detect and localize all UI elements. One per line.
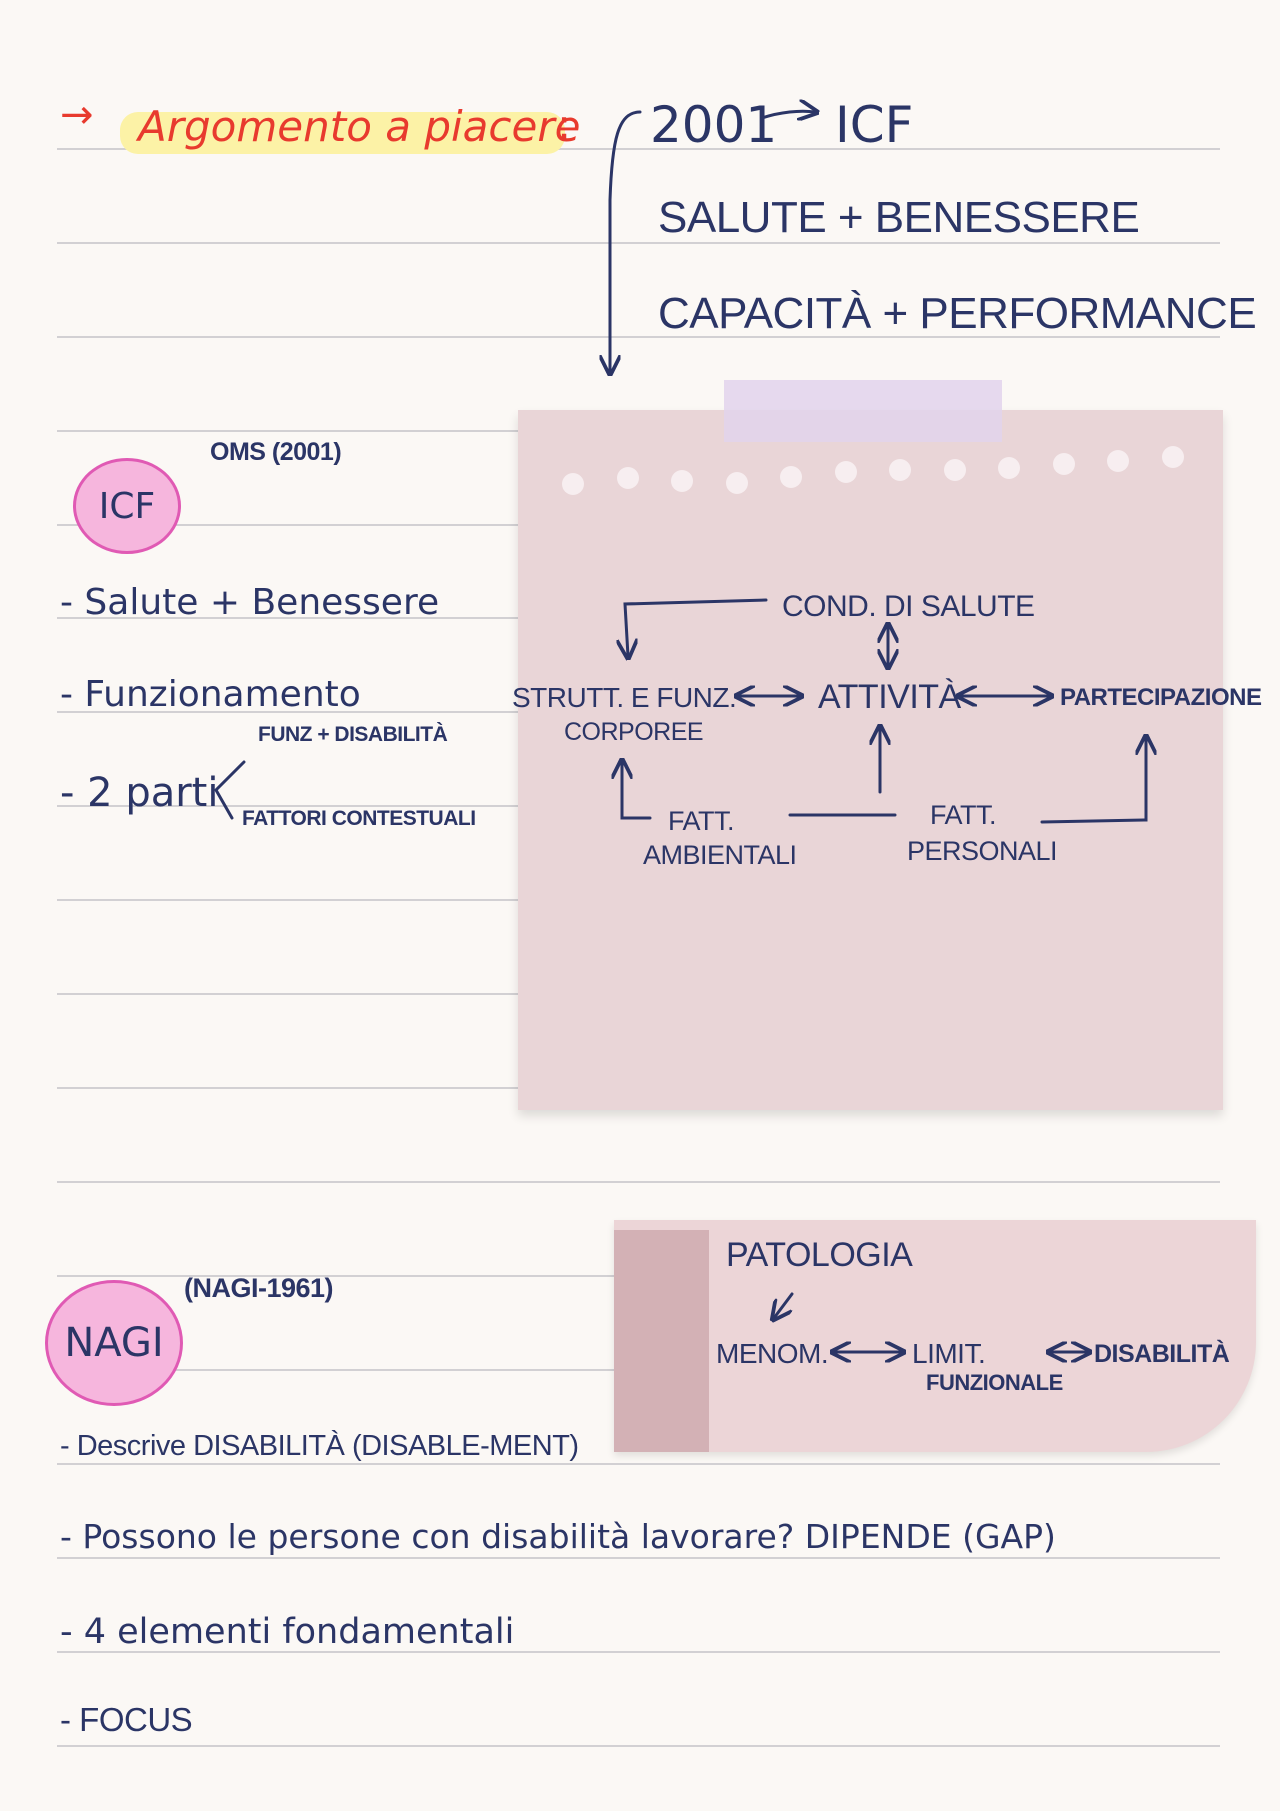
title-colon: :	[557, 100, 572, 149]
title-highlight	[120, 112, 565, 154]
diagram-cond-salute: COND. DI SALUTE	[782, 590, 1035, 623]
nagi-diagram-menom: MENOM.	[716, 1338, 829, 1369]
ruled-line	[57, 242, 1220, 244]
icf-part: FATTORI CONTESTUALI	[242, 807, 476, 830]
note-hole	[944, 459, 966, 481]
nagi-diagram-patologia: PATOLOGIA	[726, 1236, 913, 1274]
note-hole	[1162, 446, 1184, 468]
diagram-ambientali: AMBIENTALI	[643, 840, 797, 870]
nagi-badge: NAGI	[45, 1280, 183, 1406]
note-hole	[1107, 450, 1129, 472]
nagi-bullet: - FOCUS	[60, 1701, 193, 1738]
ruled-line	[57, 1181, 1220, 1183]
icf-bullet: - Salute + Benessere	[60, 582, 440, 623]
page-title: Argomento a piacere	[138, 102, 581, 151]
diagram-partecipazione: PARTECIPAZIONE	[1060, 684, 1262, 711]
ruled-line	[57, 148, 1220, 150]
icf-bullet: - Funzionamento	[60, 674, 361, 715]
header-line-capacita: CAPACITÀ + PERFORMANCE	[658, 289, 1257, 338]
note-hole	[889, 459, 911, 481]
timeline-target: ICF	[835, 96, 914, 154]
note-hole	[562, 473, 584, 495]
diagram-corporee: CORPOREE	[564, 718, 704, 746]
diagram-strutture: STRUTT. E FUNZ.	[512, 682, 737, 713]
diagram-attivita: ATTIVITÀ	[818, 678, 961, 716]
icf-badge-label: ICF	[98, 485, 156, 527]
washi-tape	[724, 380, 1002, 442]
diagram-personali: PERSONALI	[907, 836, 1058, 866]
ruled-line	[57, 1651, 1220, 1653]
icf-part: FUNZ + DISABILITÀ	[258, 723, 448, 746]
ruled-line	[57, 1745, 1220, 1747]
icf-sticky-note	[518, 410, 1223, 1110]
arrow-right-icon: →	[60, 92, 94, 138]
nagi-bullet: - Possono le persone con disabilità lavo…	[60, 1517, 1056, 1556]
diagram-fatt-amb: FATT.	[668, 806, 735, 836]
nagi-diagram-limit: LIMIT.	[912, 1338, 986, 1369]
note-hole	[1053, 453, 1075, 475]
nagi-sticky-note	[614, 1220, 1256, 1452]
note-hole	[617, 467, 639, 489]
nagi-diagram-disabilita: DISABILITÀ	[1094, 1340, 1230, 1368]
note-band	[614, 1230, 709, 1452]
ruled-line	[57, 336, 1220, 338]
nagi-source: (NAGI-1961)	[184, 1273, 334, 1303]
note-hole	[671, 470, 693, 492]
nagi-bullet: - 4 elementi fondamentali	[60, 1612, 515, 1652]
header-line-salute: SALUTE + BENESSERE	[658, 193, 1140, 242]
icf-bullet: - 2 parti	[60, 770, 219, 816]
icf-badge: ICF	[73, 458, 181, 554]
nagi-badge-label: NAGI	[64, 1320, 164, 1366]
note-hole	[726, 472, 748, 494]
ruled-line	[57, 1557, 1220, 1559]
nagi-diagram-funzionale: FUNZIONALE	[926, 1370, 1063, 1395]
timeline-year: 2001	[650, 96, 778, 154]
ruled-line	[57, 1463, 1220, 1465]
note-hole	[780, 466, 802, 488]
icf-source: OMS (2001)	[210, 438, 342, 466]
note-hole	[998, 457, 1020, 479]
nagi-bullet: - Descrive DISABILITÀ (DISABLE-MENT)	[60, 1430, 579, 1462]
diagram-fatt-pers: FATT.	[930, 800, 997, 830]
note-hole	[835, 461, 857, 483]
